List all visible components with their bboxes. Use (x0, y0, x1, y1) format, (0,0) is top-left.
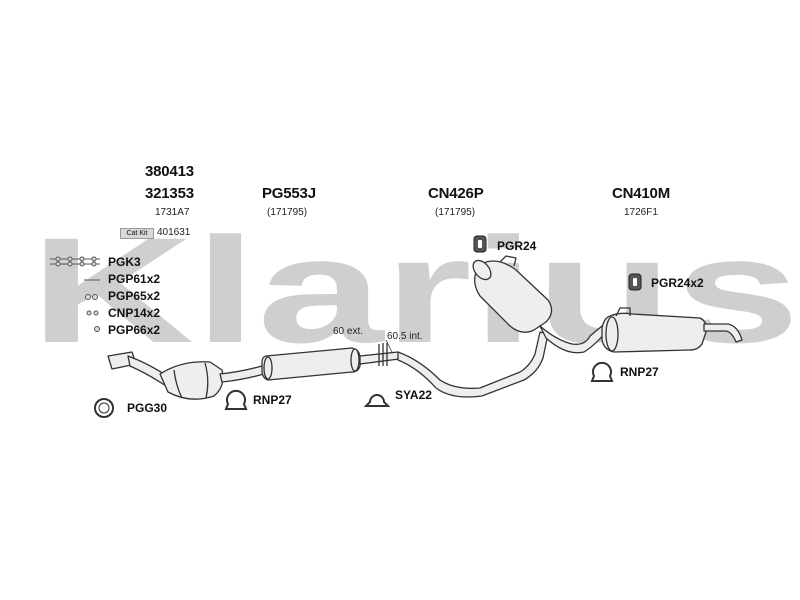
fitting-kit-item: PGP61x2 (108, 272, 161, 286)
middle-silencer (474, 260, 553, 333)
pgp66-icon (94, 326, 100, 332)
catalyst-ref: 1731A7 (155, 207, 190, 218)
rnp27-rear-label: RNP27 (620, 365, 659, 379)
pgp65-icon (85, 294, 98, 300)
pgk3-icon (50, 256, 100, 267)
fitting-kit-item: PGP65x2 (108, 289, 161, 303)
fitting-kit-item: PGK3 (108, 255, 141, 269)
catkit-badge: Cat Kit (120, 228, 154, 239)
sya22-label: SYA22 (395, 388, 432, 402)
front-silencer-ref: (171795) (267, 207, 308, 218)
sya22-clamp-icon (363, 394, 391, 407)
int-60-5-note: 60.5 int. (387, 331, 423, 342)
pgg30-ring-icon (94, 398, 114, 418)
tailpipe (703, 323, 743, 343)
rnp27-rear-clamp-icon (590, 361, 614, 382)
pgr24x2-label: PGR24x2 (651, 276, 704, 290)
rear-silencer-ref: 1726F1 (624, 207, 658, 218)
rear-silencer-part-number: CN410M (612, 185, 670, 202)
ext-60-note: 60 ext. (333, 326, 364, 337)
pgr24-label: PGR24 (497, 239, 537, 253)
rnp27-clamp-icon (224, 389, 248, 410)
rear-silencer (601, 312, 708, 353)
pgg30-label: PGG30 (127, 401, 168, 415)
catkit-number: 401631 (157, 227, 191, 238)
rnp27-label: RNP27 (253, 393, 292, 407)
catalyst-part-number: 321353 (145, 185, 194, 202)
fitting-kit-item: PGP66x2 (108, 323, 161, 337)
middle-silencer-part-number: CN426P (428, 185, 484, 202)
front-silencer (261, 347, 361, 381)
front-silencer-part-number: PG553J (262, 185, 316, 202)
catalyst-part-number-top: 380413 (145, 163, 194, 180)
middle-silencer-ref: (171795) (435, 207, 476, 218)
cnp14-icon (86, 310, 99, 316)
fitting-kit-item: CNP14x2 (108, 306, 161, 320)
